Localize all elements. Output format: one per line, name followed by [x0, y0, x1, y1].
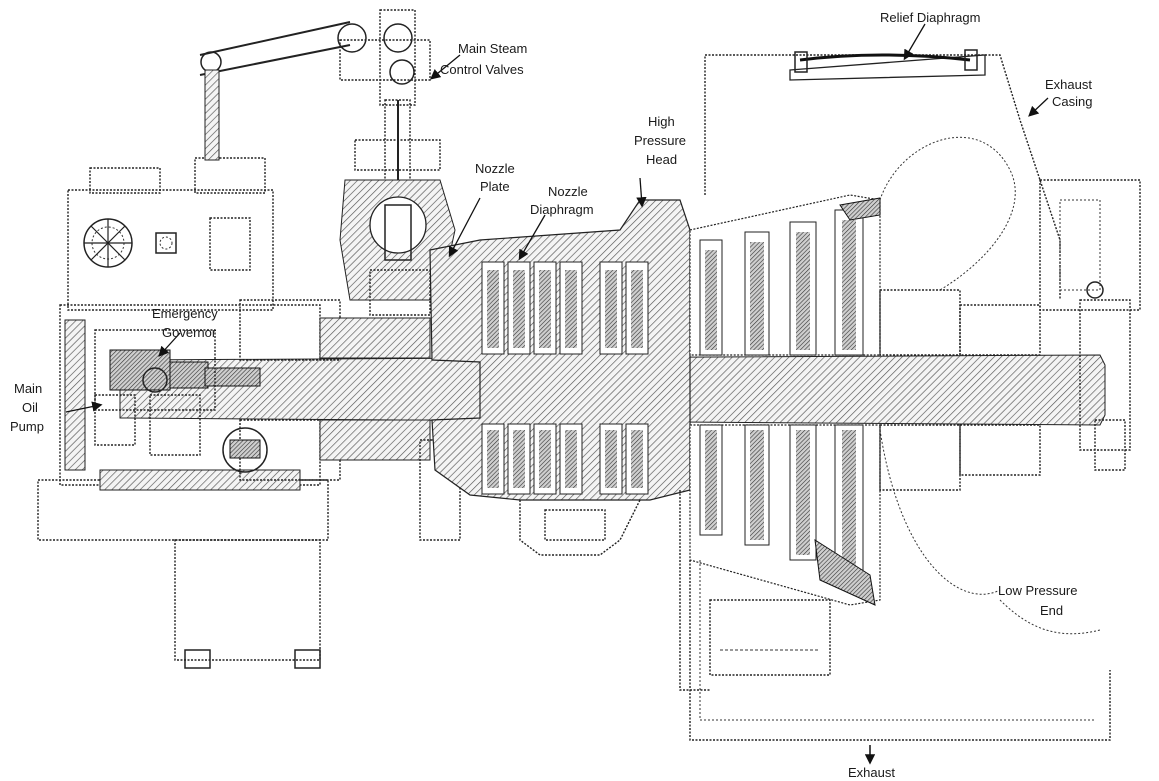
exhaust-casing — [679, 49, 1111, 741]
bearing-housing-left — [222, 299, 461, 541]
label-relief-diaphragm: Relief Diaphragm — [880, 10, 980, 25]
label-exhaust-casing-1: Exhaust — [1045, 77, 1092, 92]
label-low-pressure-1: Low Pressure — [998, 583, 1077, 598]
label-exhaust-casing-2: Casing — [1052, 94, 1092, 109]
label-high-pressure-3: Head — [646, 152, 677, 167]
nozzle-diaphragm-stages-lower — [481, 423, 649, 495]
label-nozzle-diaphragm-2: Diaphragm — [530, 202, 594, 217]
callout-labels: Relief Diaphragm Main Steam Control Valv… — [10, 10, 1092, 780]
label-nozzle-diaphragm-1: Nozzle — [548, 184, 588, 199]
bearing-housing-right — [879, 179, 1141, 491]
leader-lines — [65, 23, 1049, 765]
low-pressure-stages — [689, 194, 881, 606]
label-high-pressure-1: High — [648, 114, 675, 129]
label-main-oil-pump-3: Pump — [10, 419, 44, 434]
label-high-pressure-2: Pressure — [634, 133, 686, 148]
label-main-steam: Main Steam — [458, 41, 527, 56]
gauge-icon — [155, 232, 177, 254]
label-main-oil-pump-1: Main — [14, 381, 42, 396]
label-exhaust: Exhaust — [848, 765, 895, 780]
steam-control-valves — [199, 9, 456, 316]
label-nozzle-plate-1: Nozzle — [475, 161, 515, 176]
nozzle-diaphragm-stages-upper — [481, 261, 649, 355]
label-emergency-governor-1: Emergency — [152, 306, 218, 321]
label-control-valves: Control Valves — [440, 62, 524, 77]
label-main-oil-pump-2: Oil — [22, 400, 38, 415]
label-emergency-governor-2: Governor — [162, 325, 217, 340]
label-nozzle-plate-2: Plate — [480, 179, 510, 194]
label-low-pressure-2: End — [1040, 603, 1063, 618]
